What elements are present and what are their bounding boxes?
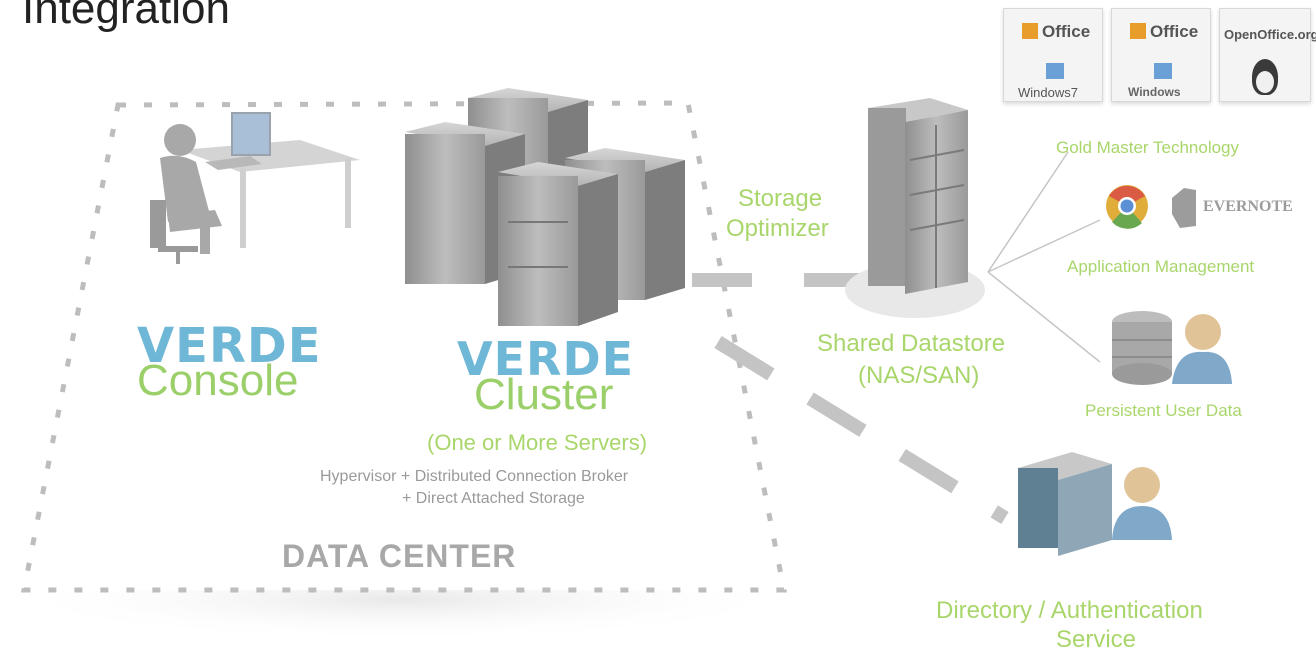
shared-datastore-illustration <box>845 98 985 318</box>
penguin-belly <box>1256 71 1274 93</box>
data-center-label: DATA CENTER <box>282 538 517 574</box>
persistent-user-data-label: Persistent User Data <box>1085 401 1242 420</box>
directory-service-label-line1: Directory / Authentication <box>936 597 1203 624</box>
card-bottom-label: Windows7 <box>1018 85 1078 100</box>
verde-cluster-product: Cluster <box>474 370 614 419</box>
card-bottom-label: Windows <box>1128 85 1181 99</box>
chrome-icon <box>1106 185 1148 229</box>
storage-optimizer-label-line2: Optimizer <box>726 215 829 242</box>
verde-console-brand: VERDE <box>137 318 322 374</box>
one-or-more-servers-label: (One or More Servers) <box>427 430 648 455</box>
verde-cluster-brand: VERDE <box>457 332 635 386</box>
office-logo-icon <box>1130 23 1146 39</box>
office-logo-icon <box>1022 23 1038 39</box>
gold-master-card-openoffice: OpenOffice.org <box>1219 8 1316 102</box>
evernote-icon <box>1172 188 1196 228</box>
persistent-data-illustration <box>1112 311 1232 385</box>
datastore-fan-lines <box>987 151 1101 363</box>
verde-console-product: Console <box>137 356 299 405</box>
windows-logo-icon <box>1046 63 1064 79</box>
gold-master-card-office-winxp: Office Windows <box>1111 8 1211 102</box>
gold-master-label: Gold Master Technology <box>1056 138 1240 157</box>
shared-datastore-label-line1: Shared Datastore <box>817 330 1006 357</box>
hypervisor-label-line1: Hypervisor + Distributed Connection Brok… <box>320 468 629 485</box>
directory-server-illustration <box>1018 452 1172 556</box>
card-top-label: Office <box>1150 22 1199 41</box>
gold-master-card-office-win7: Office Windows7 <box>1003 8 1103 102</box>
storage-optimizer-label-line1: Storage <box>738 185 823 212</box>
evernote-label: EVERNOTE <box>1203 198 1293 215</box>
server-cluster-illustration <box>405 88 685 326</box>
connector-to-directory <box>714 336 1009 524</box>
user-at-desk-illustration <box>150 112 360 264</box>
app-management-label: Application Management <box>1067 257 1255 276</box>
page-title: Integration <box>22 0 230 33</box>
hypervisor-label-line2: + Direct Attached Storage <box>402 490 585 507</box>
card-top-label: OpenOffice.org <box>1224 27 1316 42</box>
directory-service-label-line2: Service <box>1056 626 1137 653</box>
shared-datastore-label-line2: (NAS/SAN) <box>858 362 980 389</box>
card-top-label: Office <box>1042 22 1091 41</box>
windows-logo-icon <box>1154 63 1172 79</box>
